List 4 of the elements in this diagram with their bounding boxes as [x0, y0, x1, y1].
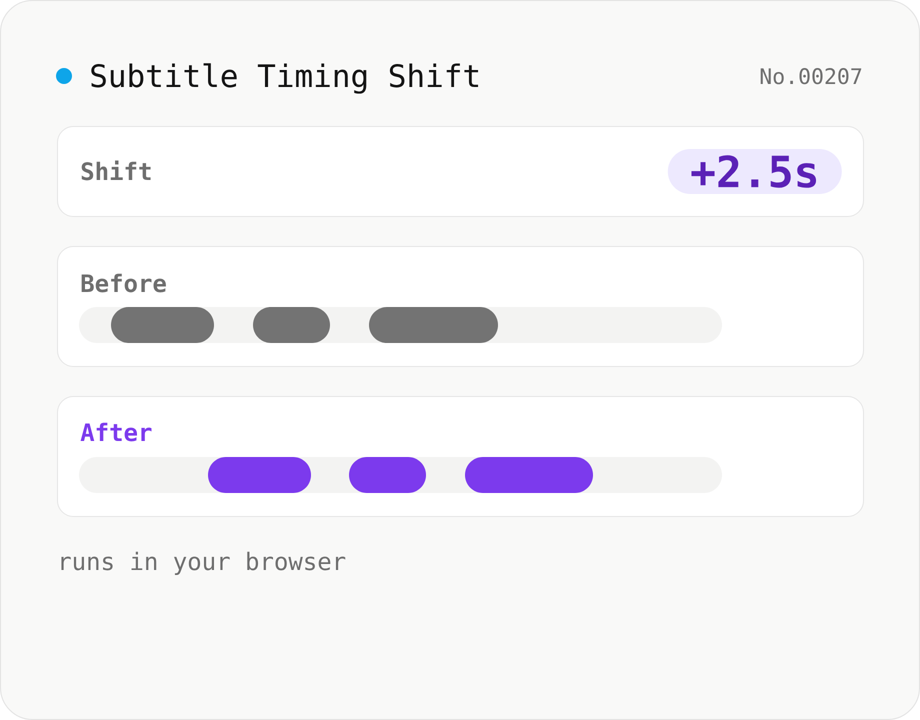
value-pill: +2.5s: [668, 149, 842, 194]
serial-number: No.00207: [760, 68, 862, 84]
footnote: runs in your browser: [61, 552, 346, 575]
title: Subtitle Timing Shift: [91, 63, 478, 94]
